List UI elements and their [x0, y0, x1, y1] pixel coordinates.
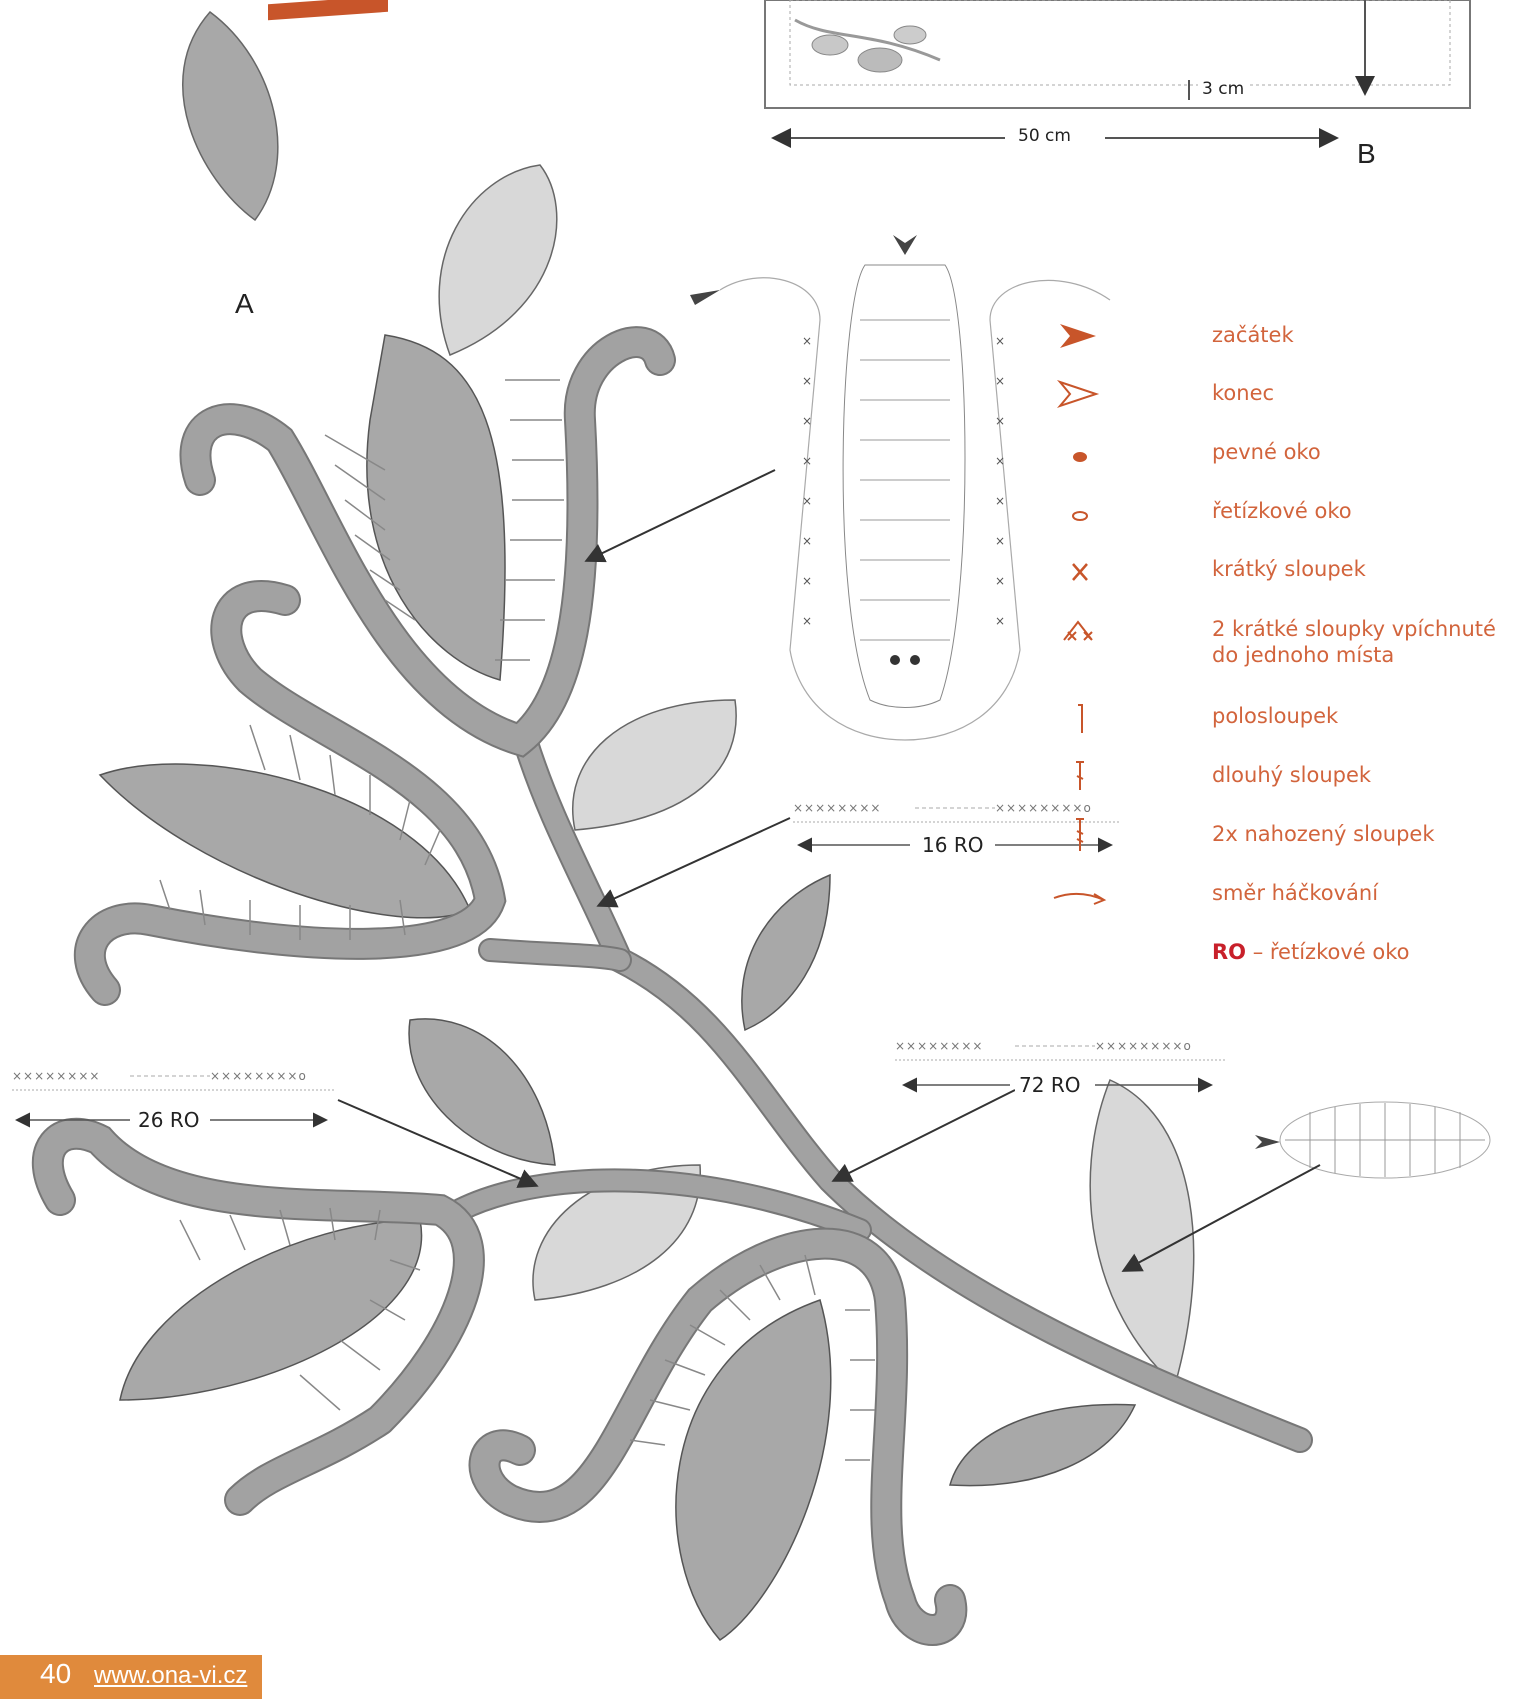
legend-item: polosloupek	[1050, 697, 1510, 737]
chain-16-label: 16 RO	[918, 833, 987, 857]
chain-72-label: 72 RO	[1015, 1073, 1084, 1097]
figure-a-label: A	[235, 288, 254, 320]
legend-item: 2x nahozený sloupek	[1050, 815, 1510, 855]
x-icon	[1050, 550, 1110, 590]
svg-text:×: ×	[995, 614, 1005, 628]
svg-text:×: ×	[802, 414, 812, 428]
legend-item: dlouhý sloupek	[1050, 756, 1510, 796]
svg-text:××××××××o: ××××××××o	[995, 801, 1092, 815]
chain-26-label: 26 RO	[134, 1108, 203, 1132]
legend-label: dlouhý sloupek	[1212, 762, 1512, 788]
leaf-stitch-chart	[1255, 1102, 1490, 1178]
chain-72-unit: RO	[1051, 1073, 1081, 1097]
legend-label: polosloupek	[1212, 703, 1512, 729]
legend-ro-label: RO – řetízkové oko	[1212, 939, 1512, 965]
legend-item: 2 krátké sloupky vpíchnuté do jednoho mí…	[1050, 610, 1510, 670]
legend-label: pevné oko	[1212, 439, 1512, 465]
svg-text:××××××××o: ××××××××o	[210, 1069, 307, 1083]
filled-arrow-icon	[1050, 316, 1110, 356]
chain-26-unit: RO	[170, 1108, 200, 1132]
border-dimension-label: 3 cm	[1198, 79, 1248, 99]
tall-stitch-icon	[1050, 756, 1110, 796]
legend-item: konec	[1050, 374, 1510, 414]
flower-2	[90, 596, 490, 990]
svg-text:×: ×	[995, 494, 1005, 508]
chain-16-count: 16	[922, 833, 947, 857]
double-treble-icon	[1050, 815, 1110, 855]
petal-stitch-chart: × × × × × × × × × × × × × × × ×	[690, 235, 1110, 740]
svg-text:××××××××: ××××××××	[895, 1039, 983, 1053]
svg-text:××××××××: ××××××××	[12, 1069, 100, 1083]
legend-item: pevné oko	[1050, 433, 1510, 473]
svg-text:×: ×	[802, 494, 812, 508]
double-x-icon	[1050, 610, 1110, 650]
svg-text:××××××××: ××××××××	[793, 801, 881, 815]
vertical-bar-icon	[1050, 697, 1110, 737]
legend-label: krátký sloupek	[1212, 556, 1512, 582]
chain-16-unit: RO	[954, 833, 984, 857]
svg-text:×: ×	[995, 334, 1005, 348]
legend-label: 2x nahozený sloupek	[1212, 821, 1512, 847]
legend-item: směr háčkování	[1050, 874, 1510, 914]
svg-text:×: ×	[995, 374, 1005, 388]
legend-label: směr háčkování	[1212, 880, 1512, 906]
width-dimension-label: 50 cm	[1014, 126, 1075, 146]
legend-item: krátký sloupek	[1050, 550, 1510, 590]
chain-26-count: 26	[138, 1108, 163, 1132]
svg-text:×: ×	[995, 414, 1005, 428]
svg-text:×: ×	[995, 534, 1005, 548]
legend-item: RO – řetízkové oko	[1050, 933, 1510, 973]
svg-text:×: ×	[802, 614, 812, 628]
legend-label: 2 krátké sloupky vpíchnuté do jednoho mí…	[1212, 616, 1512, 668]
legend-label: konec	[1212, 380, 1512, 406]
chain-72-count: 72	[1019, 1073, 1044, 1097]
legend-label: řetízkové oko	[1212, 498, 1512, 524]
svg-text:×: ×	[802, 534, 812, 548]
oval-icon	[1050, 492, 1110, 532]
leaf-a	[183, 12, 278, 220]
flower-3	[48, 1134, 469, 1500]
tablecloth-diagram	[765, 0, 1470, 138]
legend-ro-text: – řetízkové oko	[1246, 940, 1409, 964]
legend-label: začátek	[1212, 322, 1512, 348]
svg-text:×: ×	[802, 374, 812, 388]
svg-text:×: ×	[995, 574, 1005, 588]
page-number: 40	[40, 1658, 71, 1690]
filled-dot-icon	[1050, 433, 1110, 473]
svg-text:××××××××o: ××××××××o	[1095, 1039, 1192, 1053]
svg-text:×: ×	[802, 334, 812, 348]
figure-b-label: B	[1357, 138, 1376, 170]
legend-ro-abbr: RO	[1212, 940, 1246, 964]
footer-url-link[interactable]: www.ona-vi.cz	[94, 1662, 247, 1690]
legend-item: začátek	[1050, 316, 1510, 356]
svg-text:×: ×	[802, 574, 812, 588]
legend-item: řetízkové oko	[1050, 492, 1510, 532]
svg-text:×: ×	[802, 454, 812, 468]
flower-4	[485, 1244, 952, 1640]
direction-arrow-icon	[1050, 874, 1110, 914]
outline-arrow-icon	[1050, 374, 1110, 414]
svg-text:×: ×	[995, 454, 1005, 468]
